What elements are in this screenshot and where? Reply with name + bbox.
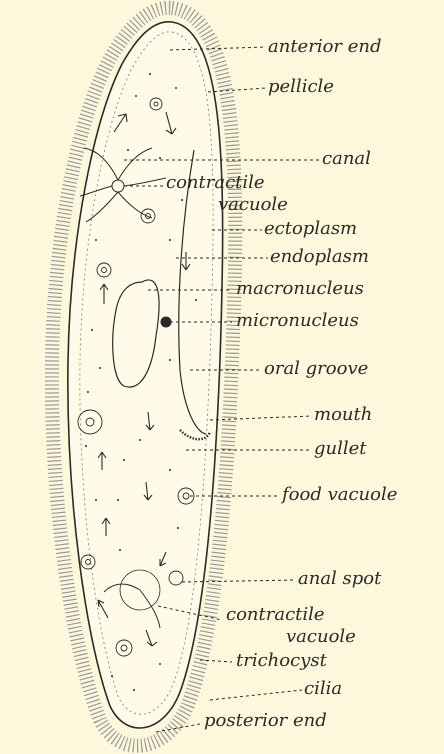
- label-endoplasm: endoplasm: [270, 248, 369, 266]
- label-macronucleus: macronucleus: [236, 280, 364, 298]
- leader-cilia: [210, 690, 302, 700]
- label-canal: canal: [322, 150, 371, 168]
- label-trichocyst: trichocyst: [236, 652, 327, 670]
- label-anal-spot: anal spot: [298, 570, 381, 588]
- label-ectoplasm: ectoplasm: [264, 220, 357, 238]
- label-contractile-vacuole-top-line2: vacuole: [218, 196, 288, 214]
- label-gullet: gullet: [314, 440, 367, 458]
- leader-pellicle: [208, 88, 266, 92]
- label-oral-groove: oral groove: [264, 360, 368, 378]
- label-micronucleus: micronucleus: [236, 312, 359, 330]
- label-contractile-vacuole-bottom-line1: contractile: [226, 606, 325, 624]
- label-posterior-end: posterior end: [204, 712, 327, 730]
- micronucleus-shape: [161, 317, 171, 327]
- label-mouth: mouth: [314, 406, 372, 424]
- paramecium-body: [52, 8, 235, 746]
- label-contractile-vacuole-top-line1: contractile: [166, 174, 265, 192]
- label-anterior-end: anterior end: [268, 38, 382, 56]
- label-food-vacuole: food vacuole: [282, 486, 397, 504]
- label-cilia: cilia: [304, 680, 342, 698]
- label-contractile-vacuole-bottom-line2: vacuole: [286, 628, 356, 646]
- label-pellicle: pellicle: [268, 78, 334, 96]
